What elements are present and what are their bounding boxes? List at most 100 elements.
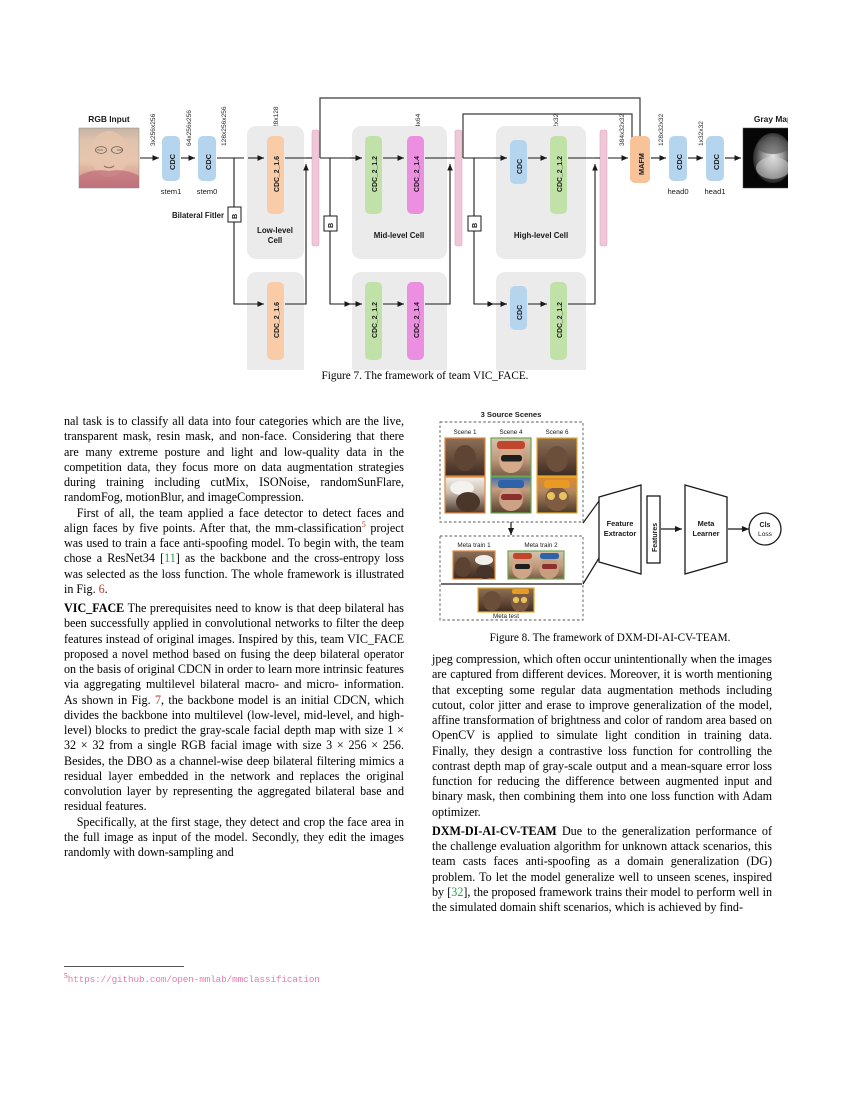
source-scenes-title: 3 Source Scenes (481, 410, 542, 419)
block-mid-bot-cdc214-label: CDC_2_1.4 (414, 302, 421, 338)
left-col-section-heading: VIC_FACE (64, 601, 125, 616)
meta-learner-label-1: Meta (698, 519, 716, 528)
block-high-top-cdc212-label: CDC_2_1.2 (557, 156, 564, 192)
left-col-text-run-1: nal task is to classify all data into fo… (64, 414, 404, 505)
left-col-text-run-2: The prerequisites need to know is that d… (64, 601, 404, 707)
block-head0-cdc (669, 136, 687, 181)
block-low-top-cdc216-label: CDC_2_1.6 (274, 156, 281, 192)
tensor-label-2: 128x256x256 (221, 106, 228, 146)
cls-loss-label-1: Cls (760, 522, 771, 529)
block-low-bot-cdc216 (267, 282, 284, 360)
head1-name: head1 (704, 187, 725, 196)
figure-8-caption: Figure 8. The framework of DXM-DI-AI-CV-… (489, 632, 731, 644)
right-col-section-heading: DXM-DI-AI-CV-TEAM (432, 823, 557, 838)
block-high-bot-cdc212 (550, 282, 567, 360)
footnote-url[interactable]: https://github.com/open-mmlab/mmclassifi… (67, 974, 320, 986)
stem0-name: stem0 (197, 187, 218, 196)
block-low-bot-cdc216-label: CDC_2_1.6 (274, 302, 281, 338)
block-mid-bot-cdc212 (365, 282, 382, 360)
meta-train-2-label: Meta train 2 (524, 542, 558, 549)
scene-1-label: Scene 1 (453, 429, 477, 436)
left-col-footnote-mark[interactable]: 5 (361, 519, 366, 529)
cell-low-level-top-title-2: Cell (268, 236, 282, 245)
block-stem1-cdc (162, 136, 180, 181)
left-col-text-run-1: Specifically, at the first stage, they d… (64, 814, 404, 860)
scene-6-label: Scene 6 (545, 429, 569, 436)
head0-name: head0 (667, 187, 688, 196)
left-col-paragraph-2: First of all, the team applied a face de… (64, 506, 404, 598)
right-col-paragraph-1: jpeg compression, which often occur unin… (432, 652, 772, 820)
meta-learner-block (684, 484, 728, 575)
right-col-text-run-1: jpeg compression, which often occur unin… (432, 652, 772, 819)
bilateral-node-1 (227, 206, 242, 223)
tensor-label-1: 64x256x256 (186, 110, 193, 146)
concat-bar-3 (599, 129, 608, 247)
block-head0-cdc-label: CDC (675, 153, 684, 170)
left-text-column: nal task is to classify all data into fo… (64, 414, 404, 962)
block-high-bot-cdc (510, 286, 527, 330)
tensor-label-0: 3x256x256 (150, 113, 157, 146)
left-col-text-run-3: project was used to train a face anti-sp… (64, 520, 404, 566)
block-low-top-cdc216 (267, 136, 284, 214)
gray-map-label: Gray Map (754, 114, 788, 124)
block-mid-top-cdc214 (407, 136, 424, 214)
figure-7-diagram: RGB Input 3x256x256 64x256x256 128x256x2… (78, 97, 788, 370)
bilateral-filter-label: Bilateral Fitler (172, 211, 224, 220)
block-stem1-cdc-label: CDC (168, 153, 177, 170)
left-col-citation-link[interactable]: 6 (98, 581, 105, 596)
features-label: Features (652, 523, 659, 552)
cell-high-level-top-title: High-level Cell (514, 231, 568, 240)
block-high-top-cdc212 (550, 136, 567, 214)
meta-test-label: Meta test (493, 613, 519, 620)
cls-loss-node (748, 512, 782, 546)
footnote-marker: 5 (64, 971, 68, 980)
cell-low-level-top-title-1: Low-level (257, 226, 293, 235)
figure-7-framework-vic-face: RGB Input 3x256x256 64x256x256 128x256x2… (62, 88, 788, 370)
right-col-paragraph-2: DXM-DI-AI-CV-TEAM Due to the generalizat… (432, 824, 772, 916)
block-mid-top-cdc212-label: CDC_2_1.2 (372, 156, 379, 192)
block-mafm-label: MAFM (637, 153, 646, 175)
meta-container (439, 535, 584, 621)
concat-bar-2 (454, 129, 463, 247)
block-head1-cdc (706, 136, 724, 181)
right-text-column: jpeg compression, which often occur unin… (432, 652, 772, 962)
right-col-text-run-4: ], the proposed framework trains their m… (432, 884, 772, 915)
block-high-bot-cdc-label: CDC (517, 305, 524, 320)
stem1-name: stem1 (161, 187, 182, 196)
left-col-citation-link[interactable]: 11 (164, 551, 176, 566)
figure-8-diagram: 3 Source Scenes Scene 1 Scene 4 Scene 6 (439, 410, 782, 621)
tensor-label-7: 128x32x32 (658, 113, 665, 146)
bilateral-node-1-label: B (230, 214, 239, 219)
tensor-label-8: 1x32x32 (698, 121, 705, 146)
block-mid-top-cdc212 (365, 136, 382, 214)
block-mid-bot-cdc214 (407, 282, 424, 360)
block-high-bot-cdc212-label: CDC_2_1.2 (557, 302, 564, 338)
left-col-citation-link[interactable]: 7 (154, 692, 162, 707)
bilateral-node-3-label: B (470, 223, 479, 228)
right-col-citation-link[interactable]: 32 (451, 884, 464, 899)
right-col-text-run-2: Due to the generalization performance of… (432, 823, 772, 899)
block-high-top-cdc-label: CDC (517, 159, 524, 174)
meta-learner-label-2: Learner (692, 529, 719, 538)
left-col-paragraph-3: VIC_FACE The prerequisites need to know … (64, 601, 404, 815)
feature-extractor-label-2: Extractor (604, 529, 637, 538)
scene-4-label: Scene 4 (499, 429, 523, 436)
left-col-text-run-5: ] as the backbone and the cross-entropy … (64, 551, 405, 596)
feature-extractor-label-1: Feature (607, 519, 634, 528)
cls-loss-label-2: Loss (758, 531, 773, 538)
left-col-text-run-4: , the backbone model is an initial CDCN,… (64, 692, 404, 814)
bilateral-node-2-label: B (326, 223, 335, 228)
meta-train-1-label: Meta train 1 (457, 542, 491, 549)
block-mid-top-cdc214-label: CDC_2_1.4 (414, 156, 421, 192)
block-high-top-cdc (510, 140, 527, 184)
feature-extractor-block (598, 484, 642, 575)
figure-8-framework-dxm: 3 Source Scenes Scene 1 Scene 4 Scene 6 (436, 408, 788, 628)
rgb-input-label: RGB Input (88, 114, 130, 124)
left-col-text-run-1: First of all, the team applied a face de… (64, 505, 404, 535)
block-mafm (630, 136, 650, 183)
tensor-label-6: 384x32x32 (619, 113, 626, 146)
cell-mid-level-top-title: Mid-level Cell (374, 231, 424, 240)
block-stem0-cdc-label: CDC (204, 153, 213, 170)
block-stem0-cdc (198, 136, 216, 181)
